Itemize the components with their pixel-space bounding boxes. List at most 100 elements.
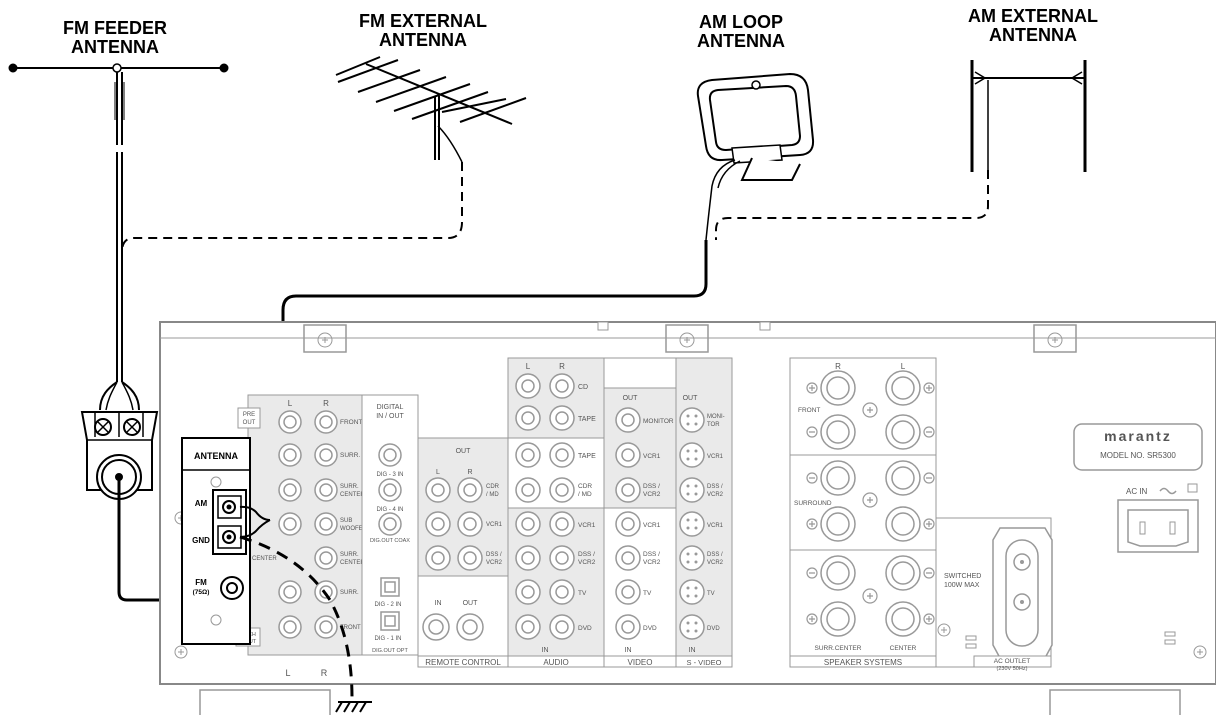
antenna-panel-title: ANTENNA <box>194 451 238 461</box>
am-loop-wire-ends <box>239 505 271 538</box>
preout-sub-label-2: WOOFER <box>340 526 368 532</box>
fm-feeder-title-line2: ANTENNA <box>71 37 159 57</box>
speaker-front-label: FRONT <box>798 407 820 414</box>
svideo-vcr1-out-label: VCR1 <box>707 454 724 460</box>
video-monitor-label: MONITOR <box>643 418 674 425</box>
digital-coax-label: DIG.OUT COAX <box>370 538 410 544</box>
preout-bottom-l-label: L <box>285 668 290 678</box>
preout-surr-center-b-label-2: CENTER <box>340 560 365 566</box>
svideo-dss-label-2: VCR2 <box>707 560 724 566</box>
digital-title-2: IN / OUT <box>376 413 404 420</box>
video-section: OUT MONITOR VCR1 DSS / VCR2 VCR1 DSS / V… <box>603 357 677 668</box>
audio-vcr1-label: VCR1 <box>578 522 596 529</box>
digital-dig2-label: DIG - 2 IN <box>374 602 401 608</box>
remote-l-label: L <box>436 469 440 476</box>
gnd-terminal-label: GND <box>192 536 210 545</box>
remote-in-label: IN <box>435 600 442 607</box>
ground-symbol <box>335 701 372 713</box>
video-dss-label-1: DSS / <box>643 551 660 558</box>
video-dss-out-label-2: VCR2 <box>643 491 661 498</box>
remote-dss-label-2: VCR2 <box>486 560 503 566</box>
digital-dig3-label: DIG - 3 IN <box>376 472 403 478</box>
audio-tape-out-label: TAPE <box>578 453 596 460</box>
fm-external-dashed-lead <box>121 162 463 253</box>
digital-dig1-label: DIG - 1 IN <box>374 636 401 642</box>
audio-tape-label: TAPE <box>578 416 596 423</box>
s-video-section: OUT MONI- TOR VCR1 DSS / VCR2 VCR1 DSS /… <box>675 357 733 668</box>
fm-terminal-label: FM <box>195 578 207 587</box>
audio-dss-label-1: DSS / <box>578 551 595 558</box>
speaker-surr-center-label: SURR.CENTER <box>815 645 862 652</box>
video-tv-label: TV <box>643 590 652 597</box>
audio-section: L R CD TAPE TAPE CDR / MD VCR1 DSS / VCR… <box>507 357 605 668</box>
speaker-systems-section: R L FRONT SURROUND SURR. <box>789 357 937 668</box>
video-dss-label-2: VCR2 <box>643 559 661 566</box>
audio-l-label: L <box>526 362 531 371</box>
video-dvd-label: DVD <box>643 625 657 632</box>
preout-bottom-r-label: R <box>321 668 328 678</box>
remote-cdr-label-2: / MD <box>486 492 499 498</box>
fm-antenna-adapter <box>80 411 159 500</box>
fm-impedance-label: (75Ω) <box>193 589 210 596</box>
svideo-out-label: OUT <box>683 395 699 402</box>
ac-outlet-caption-2: (230V 50Hz) <box>997 666 1028 672</box>
am-loop-title-line1: AM LOOP <box>699 12 783 32</box>
digital-title-1: DIGITAL <box>377 404 404 411</box>
am-external-title-line2: ANTENNA <box>989 25 1077 45</box>
fm-external-antenna <box>335 56 527 163</box>
preout-sub-label-1: SUB <box>340 518 352 524</box>
model-number: MODEL NO. SR5300 <box>1100 451 1176 460</box>
audio-dvd-label: DVD <box>578 625 592 632</box>
svideo-moni-label-1: MONI- <box>707 414 725 420</box>
video-in-label: IN <box>625 647 632 654</box>
remote-vcr1-label: VCR1 <box>486 522 503 528</box>
digital-dig4-label: DIG - 4 IN <box>376 507 403 513</box>
fm-external-title-line1: FM EXTERNAL <box>359 11 487 31</box>
audio-dss-label-2: VCR2 <box>578 559 596 566</box>
remote-out2-label: OUT <box>463 600 479 607</box>
audio-in-label: IN <box>542 647 549 654</box>
fm-feeder-title-line1: FM FEEDER <box>63 18 167 38</box>
preout-front-label: FRONT <box>340 419 362 426</box>
svideo-dvd-label: DVD <box>707 626 720 632</box>
brand-area: marantz MODEL NO. SR5300 AC IN <box>1073 423 1203 645</box>
ac-outlet-section: SWITCHED 100W MAX AC OUTLET (230V 50Hz) <box>935 517 1053 672</box>
ac-switched-label-1: SWITCHED <box>944 573 981 580</box>
ac-outlet-caption-1: AC OUTLET <box>994 658 1031 665</box>
preout-surr-label: SURR. <box>340 452 360 459</box>
remote-control-section: OUT L R CDR / MD VCR1 DSS / VCR2 IN OUT … <box>417 437 509 668</box>
video-out-label: OUT <box>623 395 639 402</box>
ac-switched-label-2: 100W MAX <box>944 582 980 589</box>
preout-r-label: R <box>323 399 329 408</box>
remote-r-label: R <box>467 469 472 476</box>
am-external-antenna <box>970 60 1087 172</box>
speaker-l-label: L <box>901 362 906 371</box>
video-dss-out-label-1: DSS / <box>643 483 660 490</box>
svideo-moni-label-2: TOR <box>707 422 720 428</box>
speaker-r-label: R <box>835 362 841 371</box>
audio-cd-label: CD <box>578 384 588 391</box>
svideo-in-label: IN <box>689 647 696 654</box>
am-loop-antenna <box>696 72 815 241</box>
svideo-tv-label: TV <box>707 591 715 597</box>
pre-out-label-2: OUT <box>243 420 256 426</box>
svideo-dss-label-1: DSS / <box>707 552 723 558</box>
digital-section: DIGITAL IN / OUT DIG - 3 IN DIG - 4 IN D… <box>361 394 419 656</box>
speaker-surround-label: SURROUND <box>794 500 832 507</box>
digital-opt-label: DIG.OUT OPT <box>372 648 408 654</box>
ground-wire-dashed <box>239 535 354 699</box>
remote-control-caption: REMOTE CONTROL <box>425 658 501 667</box>
fm-feeder-antenna <box>8 63 229 411</box>
video-vcr1-label: VCR1 <box>643 522 661 529</box>
speaker-systems-caption: SPEAKER SYSTEMS <box>824 658 902 667</box>
remote-cdr-label-1: CDR <box>486 484 500 490</box>
audio-cdr-label-1: CDR <box>578 483 592 490</box>
am-external-dashed-lead <box>715 170 989 240</box>
pre-out-label-1: PRE <box>243 412 255 418</box>
ac-in-label: AC IN <box>1126 487 1148 496</box>
preout-surr-center-label-1: SURR. <box>340 484 359 490</box>
fm-external-title-line2: ANTENNA <box>379 30 467 50</box>
preout-l-label: L <box>288 399 293 408</box>
video-vcr1-out-label: VCR1 <box>643 453 661 460</box>
